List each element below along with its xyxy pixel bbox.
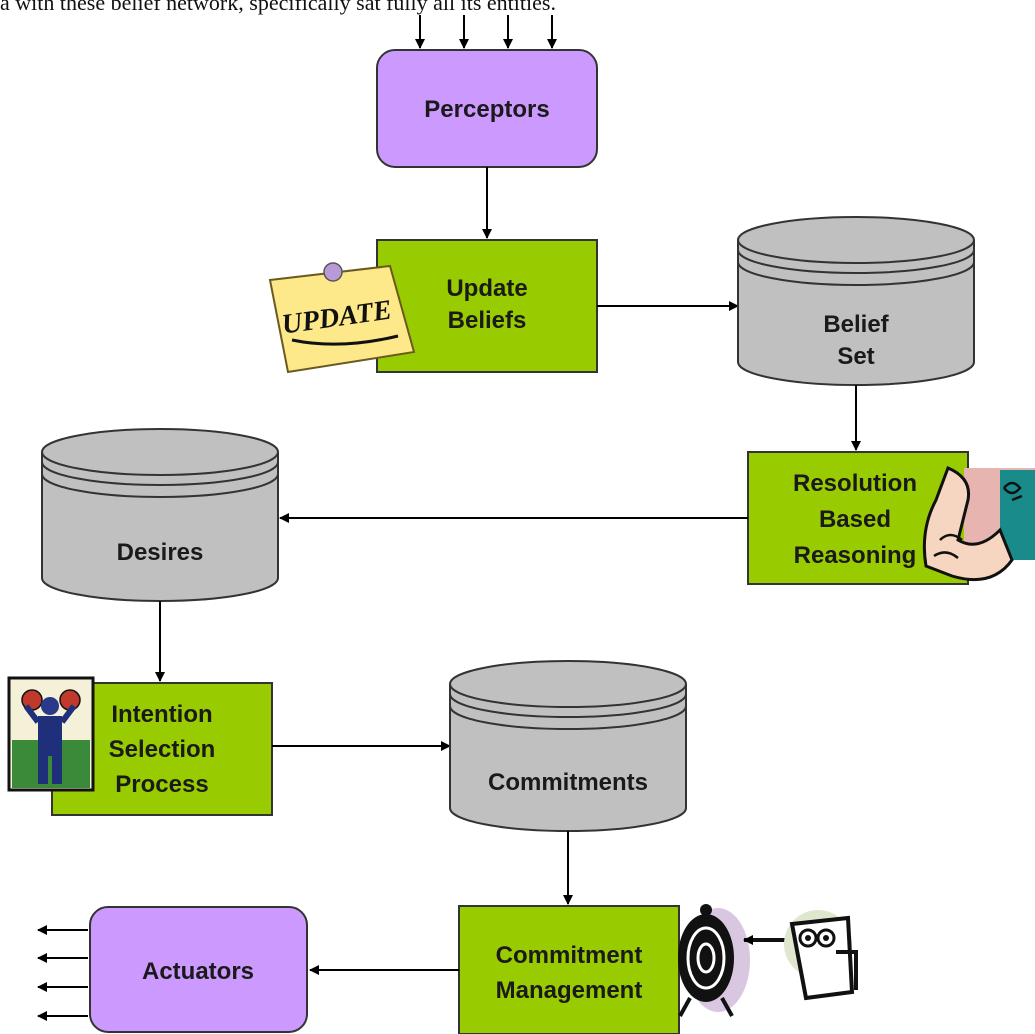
resolution-label-1: Resolution [793,470,917,497]
intention-label-3: Process [115,771,208,798]
top-caption: a with these belief network, specificall… [0,0,556,15]
actuator-output-arrows [37,925,88,1021]
update-beliefs-node: Update Beliefs [376,239,598,373]
desires-store: Desires [41,428,279,602]
target-icon [678,904,750,1017]
person-aiming-icon [784,910,858,1001]
update-beliefs-label-1: Update [446,275,527,302]
actuators-node: Actuators [89,906,308,1033]
commitment-management-node: Commitment Management [458,905,680,1034]
belief-set-label-1: Belief [823,311,889,338]
resolution-label-3: Reasoning [794,542,917,569]
intention-label-2: Selection [109,736,216,763]
desires-label: Desires [117,539,204,566]
commitments-store: Commitments [449,660,687,832]
commitment-management-label-1: Commitment [496,942,643,969]
perceptors-label: Perceptors [424,96,549,123]
thinking-hand-icon [922,466,1035,582]
perceptors-node: Perceptors [376,49,598,168]
perceptor-input-arrows [415,15,557,49]
person-choice-icon [7,676,95,792]
resolution-label-2: Based [819,506,891,533]
commitments-label: Commitments [488,769,648,796]
update-beliefs-label-2: Beliefs [448,307,527,334]
actuators-label: Actuators [142,958,254,985]
update-note-icon: UPDATE [268,262,416,374]
commitment-management-label-2: Management [496,977,643,1004]
belief-set-label-2: Set [837,343,874,370]
intention-label-1: Intention [111,701,212,728]
belief-set-store: Belief Set [737,216,975,386]
